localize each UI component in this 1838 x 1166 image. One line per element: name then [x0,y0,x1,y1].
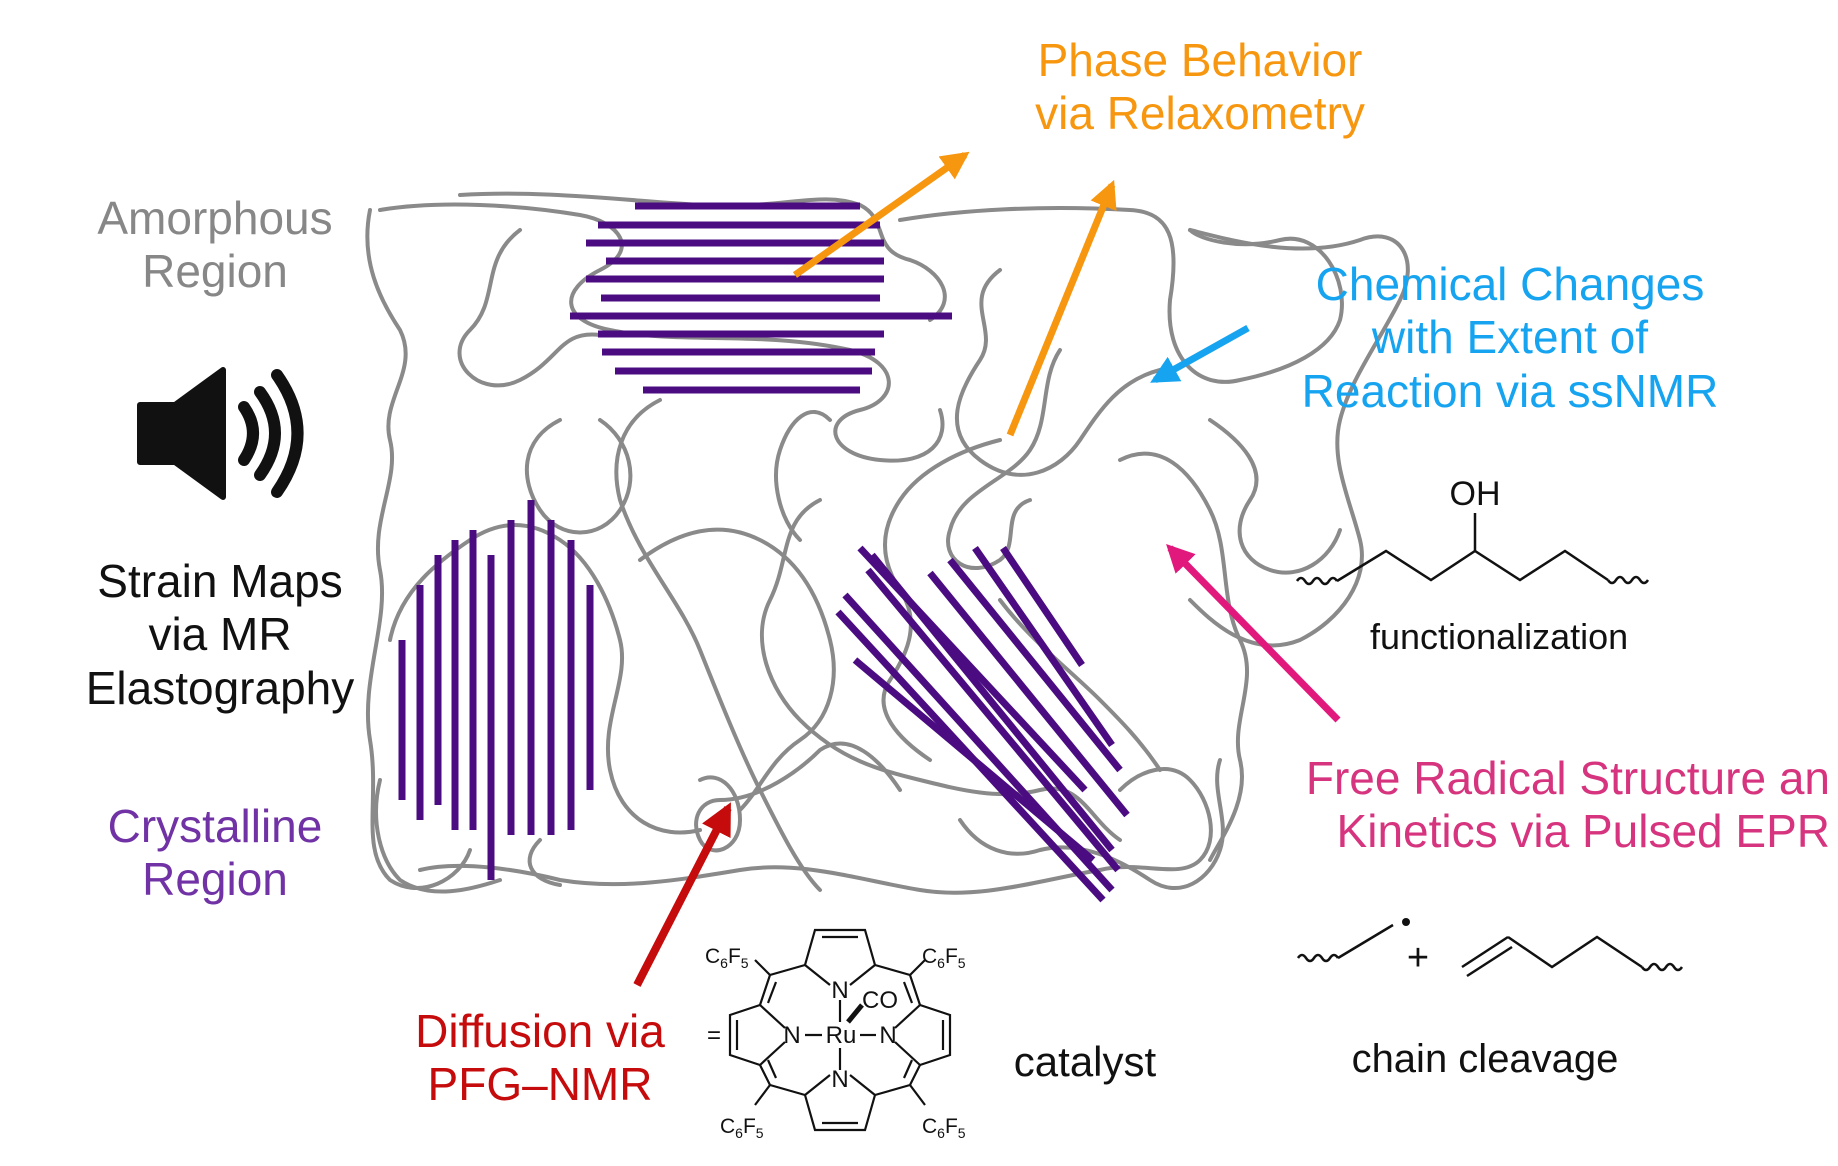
n-atom-right: N [879,1022,896,1049]
chain-path [458,191,947,322]
lamella-bar [972,546,1115,747]
catalyst-atoms: N N N N Ru CO = [707,977,898,1093]
chain-path [694,741,902,853]
chain-path [898,206,1344,384]
label-line: Elastography [85,661,355,714]
radical-arrow [1166,543,1341,723]
chain-path [525,418,633,535]
phase-arrow-2 [1006,179,1117,437]
label-line: Diffusion via [415,1005,665,1057]
chain-path [1098,767,1213,872]
plus-operator: + [1407,937,1429,979]
chain-path [760,498,1122,842]
amorphous-chains [365,191,1410,895]
label-line: Region [142,245,288,298]
equals-sign: = [707,1022,721,1049]
chemical-arrow [1150,324,1250,384]
aryl-label-top-right: C6F5 [922,945,966,971]
chain-path [365,208,472,891]
label-line: Amorphous [97,192,333,244]
chain-path [418,863,1102,895]
label-line: Region [142,853,288,906]
chain-path [638,527,836,812]
lamella-bar [852,657,1096,863]
catalyst-caption: catalyst [1013,1038,1157,1085]
chain-cleavage-caption: chain cleavage [1351,1037,1619,1081]
n-atom-left: N [783,1022,800,1049]
chain-path [1118,451,1250,862]
label-line: Reaction via ssNMR [1301,364,1719,417]
label-line: PFG–NMR [427,1058,653,1111]
lamella-bar [869,552,1115,853]
chain-path [614,398,822,892]
label-line: via Relaxometry [1035,87,1365,140]
lamella-bar [947,557,1123,773]
chain-path [946,348,1062,571]
chain-path [1188,228,1410,648]
wavy-bond-left [1295,576,1339,586]
label-line: Phase Behavior [1037,34,1363,86]
free-radical-label: Free Radical Structure an Kinetics via P… [1230,752,1830,859]
aryl-labels: C6F5 C6F5 C6F5 C6F5 [705,945,966,1141]
chain-path [374,778,502,894]
diffusion-arrow [633,802,732,987]
aryl-label-top-left: C6F5 [705,945,749,971]
functionalization-structure [1295,513,1650,586]
phase-behavior-label: Phase Behavior via Relaxometry [990,34,1410,141]
speaker-sound-icon [137,367,304,500]
label-line: Strain Maps [97,555,343,607]
radical-dot [1402,918,1410,926]
crystalline-region-label: Crystalline Region [70,800,360,907]
amorphous-region-label: Amorphous Region [70,192,360,299]
label-line: Free Radical Structure an [1305,752,1830,804]
chain-path [378,202,945,463]
chain-path [527,838,562,887]
chain-path [457,228,602,388]
label-line: Crystalline [107,800,323,852]
chain-path [958,758,1225,891]
phase-arrow-1 [792,151,970,278]
chain-cleavage-structure [1296,923,1684,978]
chain-path [1208,418,1342,575]
lamella-bar [927,570,1130,818]
diffusion-label: Diffusion via PFG–NMR [390,1005,690,1112]
wavy-bond-right [1606,575,1650,585]
crystalline-lamellae-top [570,202,952,394]
catalyst-structure [728,928,952,1132]
lamella-bar [1000,546,1085,667]
crystalline-lamellae-left [398,500,594,880]
aryl-label-bottom-right: C6F5 [922,1115,966,1141]
co-wedge-bond [846,1003,864,1024]
chemical-changes-label: Chemical Changes with Extent of Reaction… [1270,258,1750,418]
ru-atom: Ru [826,1022,857,1049]
label-line: Chemical Changes [1315,258,1705,310]
label-line: with Extent of [1371,311,1649,364]
n-atom-bottom: N [831,1066,848,1093]
strain-maps-label: Strain Maps via MR Elastography [55,555,385,715]
n-atom-top: N [831,977,848,1004]
label-line: Kinetics via Pulsed EPR [1336,805,1830,858]
label-line: via MR [148,608,292,661]
chain-path [954,268,1162,477]
functionalization-caption: functionalization [1370,616,1629,657]
co-ligand: CO [862,987,898,1014]
chain-path [998,598,1162,772]
oh-label: OH [1450,475,1501,513]
aryl-label-bottom-left: C6F5 [720,1115,764,1141]
chain-path [774,409,832,542]
lamella-bar [865,567,1121,873]
crystalline-lamellae-diagonal [835,545,1130,903]
